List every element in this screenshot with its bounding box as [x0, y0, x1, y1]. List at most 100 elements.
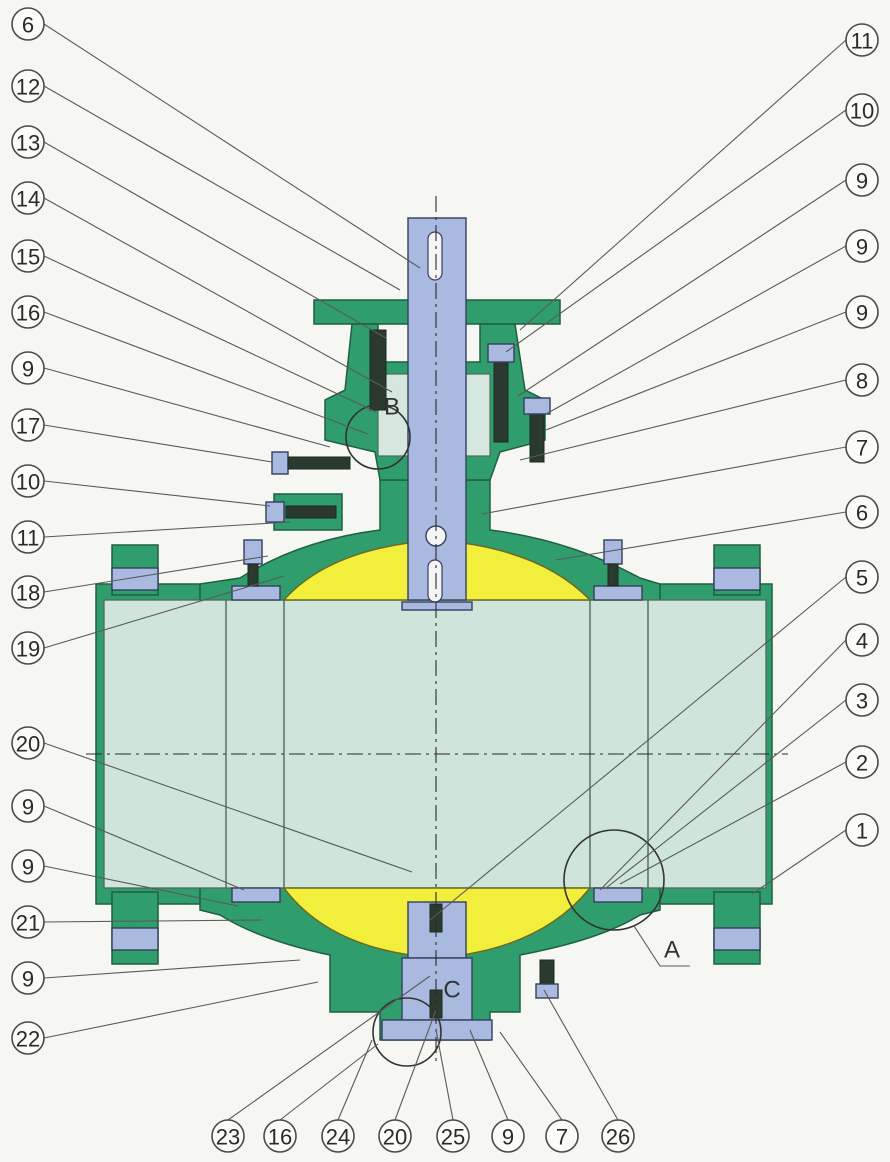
- callout-bottom-23-0-circle: [211, 1119, 245, 1153]
- leader-bottom-6: [499, 1031, 563, 1121]
- leader-right-5: [519, 379, 847, 461]
- leader-right-10: [605, 699, 847, 889]
- callout-left-18-10: 18: [11, 575, 45, 609]
- callout-right-3-10-label: 3: [856, 689, 868, 714]
- bleed-plug-11: [265, 501, 285, 523]
- callout-right-8-5-label: 8: [856, 369, 868, 394]
- packing-left: [369, 329, 387, 411]
- callout-right-2-11: 2: [845, 745, 879, 779]
- callout-left-11-9-label: 11: [17, 526, 40, 551]
- callout-left-9-6: 9: [11, 351, 45, 385]
- callout-bottom-16-1-label: 16: [268, 1125, 292, 1150]
- leader-right-3: [545, 245, 847, 415]
- callout-bottom-23-0: 23: [211, 1119, 245, 1153]
- leader-right-2: [517, 179, 847, 397]
- callout-left-10-8-circle: [11, 464, 45, 498]
- detail-label-a: A: [664, 937, 680, 964]
- callout-right-9-4-circle: [845, 295, 879, 329]
- callout-right-4-9-circle: [845, 623, 879, 657]
- leader-left-8: [43, 480, 271, 507]
- leader-left-17: [43, 981, 319, 1039]
- leader-bottom-1: [279, 1043, 379, 1121]
- leader-left-6: [43, 367, 331, 448]
- stem-key: [427, 231, 443, 281]
- callout-left-9-13-circle: [11, 789, 45, 823]
- left-flange-bottom-bolt-pad: [111, 927, 159, 951]
- callout-right-2-11-label: 2: [856, 751, 868, 776]
- callout-left-10-8: 10: [11, 464, 45, 498]
- detail-circle-b: [345, 404, 411, 470]
- callout-right-9-4: 9: [845, 295, 879, 329]
- callout-right-8-5: 8: [845, 363, 879, 397]
- seat-ring-top-right: [593, 585, 643, 601]
- callout-bottom-26-7-circle: [601, 1119, 635, 1153]
- callout-bottom-16-1-circle: [263, 1119, 297, 1153]
- gland-bolt-right: [493, 349, 509, 443]
- callout-right-1-12-label: 1: [856, 819, 868, 844]
- callout-bottom-7-6-circle: [545, 1119, 579, 1153]
- leader-right-11: [619, 761, 847, 885]
- trunnion-plate: [381, 1019, 493, 1041]
- callout-right-11-0: 11: [845, 23, 879, 57]
- callout-right-7-6-label: 7: [856, 436, 868, 461]
- callout-left-13-2-label: 13: [16, 131, 40, 156]
- callout-left-19-11-circle: [11, 631, 45, 665]
- seat-ring-bottom-left: [231, 887, 281, 903]
- valve-drawing: A B C: [86, 196, 788, 1067]
- leader-bottom-7: [543, 989, 619, 1121]
- callout-bottom-20-3-label: 20: [383, 1125, 407, 1150]
- callout-left-15-4-circle: [11, 239, 45, 273]
- leader-bottom-0: [227, 975, 431, 1121]
- stem-pin-slot: [427, 559, 443, 603]
- callout-left-18-10-circle: [11, 575, 45, 609]
- leader-left-0: [43, 23, 421, 269]
- drain-plug-26: [539, 959, 555, 987]
- callout-left-9-6-label: 9: [22, 357, 34, 382]
- callout-left-11-9-circle: [11, 520, 45, 554]
- callout-right-4-9: 4: [845, 623, 879, 657]
- callout-right-3-10-circle: [845, 683, 879, 717]
- seat-ring-bottom-right: [593, 887, 643, 903]
- stem-foot: [401, 601, 473, 611]
- callout-right-1-12: 1: [845, 813, 879, 847]
- callout-right-5-8-label: 5: [856, 566, 868, 591]
- leader-bottom-3: [394, 1009, 437, 1121]
- leader-right-0: [519, 39, 847, 331]
- right-flange-top-bolt-pad: [713, 567, 761, 591]
- callout-left-22-17-label: 22: [16, 1027, 40, 1052]
- callout-left-16-5-circle: [11, 295, 45, 329]
- callout-right-9-2: 9: [845, 163, 879, 197]
- injection-spring-17: [287, 456, 351, 470]
- leader-lines: [43, 23, 847, 1121]
- detail-circle-c: [372, 997, 442, 1067]
- callout-bottom-25-4: 25: [436, 1119, 470, 1153]
- callout-right-9-2-circle: [845, 163, 879, 197]
- callout-bottom-7-6: 7: [545, 1119, 579, 1153]
- callout-left-18-10-label: 18: [16, 581, 40, 606]
- callout-right-8-5-circle: [845, 363, 879, 397]
- callout-left-19-11-label: 19: [16, 637, 40, 662]
- callout-right-5-8: 5: [845, 560, 879, 594]
- callout-left-9-16: 9: [11, 961, 45, 995]
- callout-right-7-6: 7: [845, 430, 879, 464]
- callout-bubbles: 6121314151691710111819209921922111099987…: [11, 7, 879, 1153]
- callout-left-14-3-circle: [11, 181, 45, 215]
- callout-left-6-0-label: 6: [22, 13, 34, 38]
- callout-bottom-20-3: 20: [378, 1119, 412, 1153]
- leader-left-4: [43, 255, 377, 413]
- callout-right-9-3: 9: [845, 229, 879, 263]
- callout-left-16-5-label: 16: [16, 301, 40, 326]
- callout-bottom-9-5-label: 9: [502, 1125, 514, 1150]
- callout-left-20-12: 20: [11, 726, 45, 760]
- callout-bottom-26-7: 26: [601, 1119, 635, 1153]
- callout-left-12-1: 12: [11, 69, 45, 103]
- callout-bottom-25-4-circle: [436, 1119, 470, 1153]
- callout-left-6-0-circle: [11, 7, 45, 41]
- callout-left-21-15-circle: [11, 905, 45, 939]
- callout-left-13-2-circle: [11, 125, 45, 159]
- callout-right-6-7-circle: [845, 495, 879, 529]
- callout-bottom-24-2-circle: [321, 1119, 355, 1153]
- callout-bottom-24-2-label: 24: [326, 1125, 350, 1150]
- callout-left-12-1-label: 12: [16, 75, 40, 100]
- callout-bottom-23-0-label: 23: [216, 1125, 240, 1150]
